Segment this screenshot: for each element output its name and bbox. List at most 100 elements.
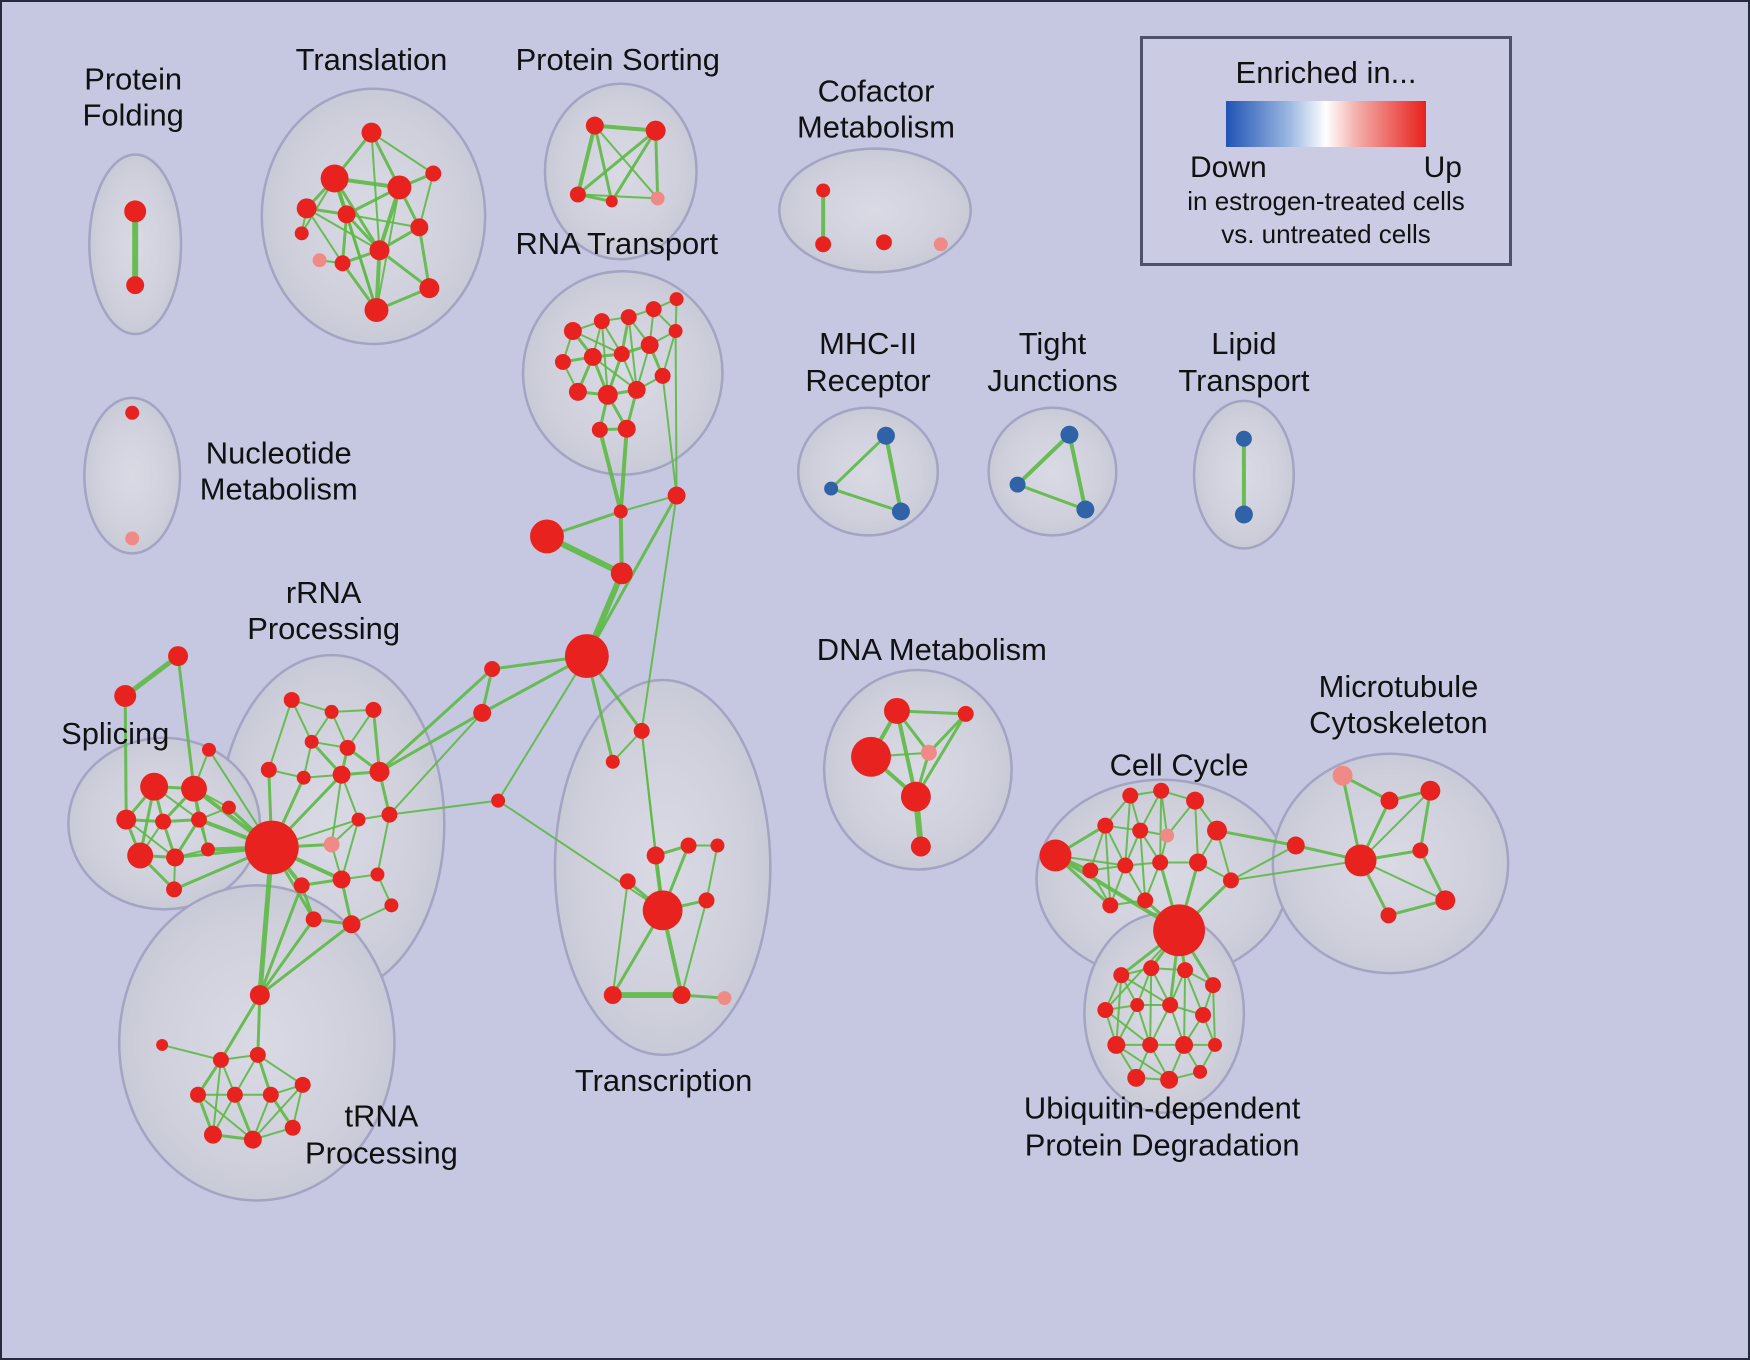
network-edge	[600, 320, 609, 396]
network-node	[698, 892, 715, 909]
network-node	[1039, 839, 1072, 872]
network-node	[1107, 1035, 1126, 1054]
network-node	[1208, 1037, 1222, 1052]
network-node	[627, 380, 646, 399]
network-node	[1152, 854, 1169, 871]
network-node	[1234, 505, 1253, 524]
network-node	[1435, 890, 1456, 911]
network-node	[296, 770, 311, 785]
network-node	[384, 898, 399, 913]
network-edge	[1229, 859, 1362, 882]
network-edge	[1067, 432, 1088, 512]
legend-caption-line2: vs. untreated cells	[1221, 219, 1431, 249]
network-node	[243, 1130, 262, 1149]
network-edge	[1139, 829, 1147, 902]
network-edge	[256, 993, 262, 1057]
network-node	[1142, 1036, 1159, 1053]
network-edge	[176, 654, 196, 791]
network-node	[646, 846, 665, 865]
network-node	[633, 722, 650, 739]
network-node	[654, 367, 671, 384]
network-node	[181, 775, 207, 802]
network-node	[166, 848, 185, 867]
network-node	[619, 873, 636, 890]
network-edge	[680, 899, 708, 997]
network-edge	[654, 129, 660, 200]
network-node	[645, 120, 666, 141]
cluster-ellipse-microtubule-cytoskeleton	[1271, 752, 1510, 975]
network-node	[667, 486, 686, 505]
network-edge	[661, 374, 678, 497]
network-edge	[914, 712, 968, 799]
network-node	[642, 890, 683, 931]
network-edge	[340, 818, 360, 881]
network-node	[597, 384, 618, 405]
network-edge	[418, 172, 435, 229]
network-node	[305, 911, 322, 928]
network-node	[672, 986, 691, 1005]
network-node	[364, 298, 389, 323]
network-edge	[161, 1043, 222, 1061]
network-edge	[1115, 974, 1123, 1046]
network-node	[1082, 862, 1099, 879]
network-edge	[376, 813, 391, 876]
legend-title: Enriched in...	[1235, 55, 1417, 90]
network-node	[293, 877, 310, 894]
network-node	[212, 1051, 229, 1068]
network-node	[851, 736, 891, 777]
network-node	[1207, 820, 1227, 841]
network-node	[710, 838, 725, 853]
network-edge	[575, 123, 597, 197]
network-node	[1162, 997, 1179, 1014]
network-node	[876, 426, 895, 445]
network-node	[920, 744, 937, 761]
cluster-ellipse-tight-junctions	[987, 406, 1118, 537]
network-node	[1380, 907, 1397, 924]
network-edge	[377, 248, 431, 290]
network-node	[1193, 1064, 1208, 1079]
network-node	[669, 292, 684, 307]
network-edge	[305, 207, 344, 265]
network-edge	[388, 799, 500, 816]
network-node	[668, 324, 683, 339]
legend-box: Enriched in... Down Up in estrogen-treat…	[1140, 36, 1512, 266]
network-node	[320, 164, 349, 193]
network-edge	[597, 427, 623, 514]
network-node	[605, 195, 618, 208]
network-edge	[1184, 969, 1205, 1017]
network-node	[249, 1046, 266, 1063]
cluster-label-dna-metabolism: DNA Metabolism	[817, 632, 1047, 667]
network-node	[585, 116, 604, 135]
network-edge	[345, 212, 378, 312]
network-node	[530, 519, 564, 554]
network-node	[1009, 476, 1026, 493]
network-node	[1175, 1035, 1194, 1054]
network-edge	[1015, 432, 1072, 487]
network-nodes-layer	[114, 116, 1456, 1149]
network-node	[605, 754, 620, 769]
network-node	[554, 353, 571, 370]
network-edge	[377, 667, 494, 774]
network-node	[1130, 998, 1145, 1013]
network-edge	[1124, 794, 1132, 867]
network-node	[824, 481, 839, 496]
network-node	[294, 226, 309, 241]
network-node	[1132, 822, 1149, 839]
network-node	[410, 218, 429, 237]
network-edge	[497, 799, 664, 912]
network-edge	[1016, 483, 1087, 511]
network-node	[640, 336, 659, 354]
network-edge	[370, 131, 381, 252]
legend-gradient-bar	[1226, 101, 1426, 147]
network-edge	[251, 1083, 304, 1141]
network-edge	[829, 434, 888, 491]
network-node	[387, 175, 412, 200]
network-node	[933, 237, 948, 252]
network-edge	[345, 213, 421, 229]
cluster-label-translation: Translation	[296, 42, 448, 77]
network-edge	[267, 698, 293, 771]
